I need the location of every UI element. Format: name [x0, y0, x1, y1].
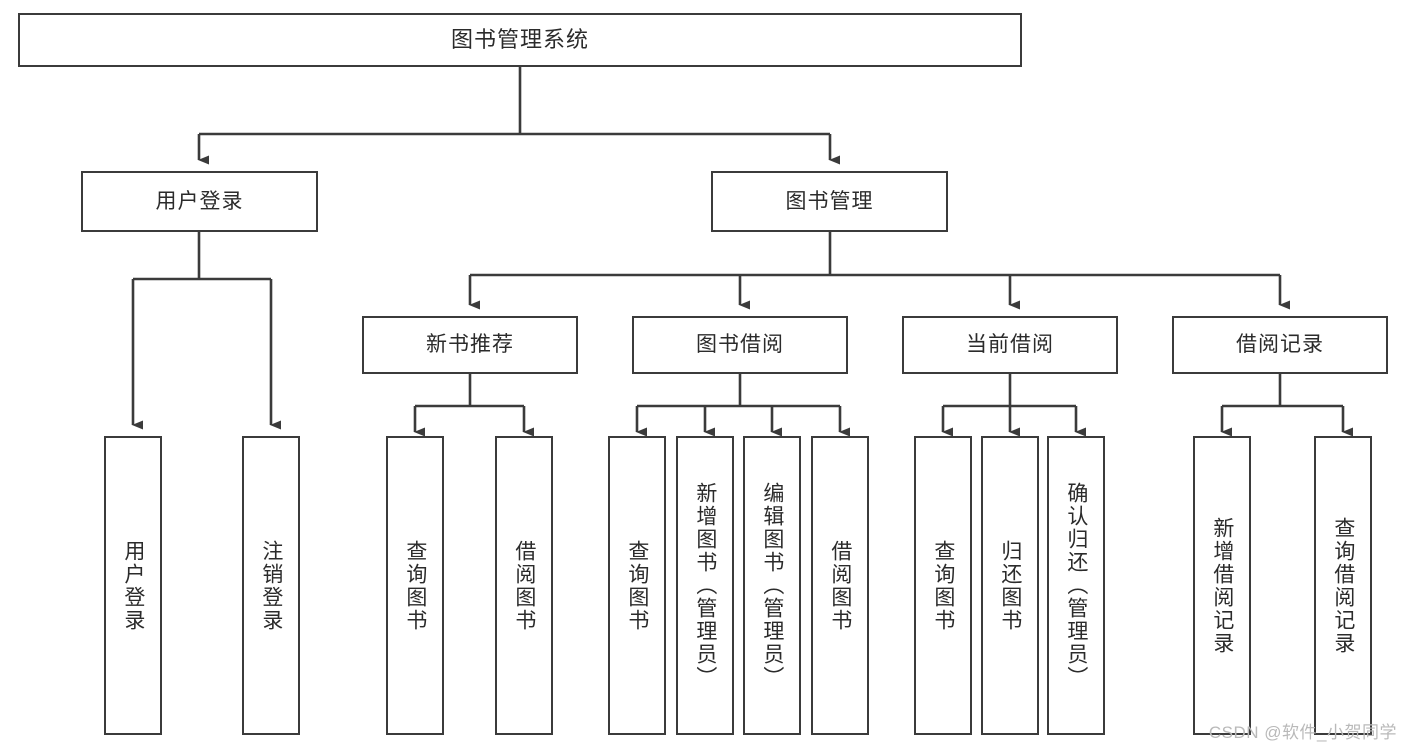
node-root-system[interactable]: 图书管理系统 [18, 13, 1022, 67]
leaf-new-query-book[interactable]: 查询图书 [386, 436, 444, 735]
leaf-borrow-borrow-book[interactable]: 借阅图书 [811, 436, 869, 735]
leaf-user-logout[interactable]: 注销登录 [242, 436, 300, 735]
leaf-records-query-record[interactable]: 查询借阅记录 [1314, 436, 1372, 735]
leaf-current-return-book[interactable]: 归还图书 [981, 436, 1039, 735]
leaf-records-add-record[interactable]: 新增借阅记录 [1193, 436, 1251, 735]
node-label: 图书借阅 [696, 333, 784, 357]
node-borrow-records[interactable]: 借阅记录 [1172, 316, 1388, 374]
node-label: 查询图书 [931, 539, 955, 632]
leaf-current-query-book[interactable]: 查询图书 [914, 436, 972, 735]
node-book-management[interactable]: 图书管理 [711, 171, 948, 232]
node-label: 新增图书（管理员） [693, 482, 717, 689]
node-label: 查询图书 [403, 539, 427, 632]
leaf-user-login[interactable]: 用户登录 [104, 436, 162, 735]
node-label: 借阅图书 [512, 539, 536, 632]
node-label: 查询借阅记录 [1331, 516, 1355, 655]
node-label: 当前借阅 [966, 333, 1054, 357]
node-new-book-recommend[interactable]: 新书推荐 [362, 316, 578, 374]
node-label: 确认归还（管理员） [1064, 482, 1088, 689]
leaf-borrow-edit-book-admin[interactable]: 编辑图书（管理员） [743, 436, 801, 735]
node-label: 归还图书 [998, 539, 1022, 632]
node-label: 借阅记录 [1236, 333, 1324, 357]
leaf-new-borrow-book[interactable]: 借阅图书 [495, 436, 553, 735]
leaf-borrow-add-book-admin[interactable]: 新增图书（管理员） [676, 436, 734, 735]
watermark-text: CSDN @软件_小贺同学 [1208, 723, 1397, 742]
node-label: 查询图书 [625, 539, 649, 632]
node-label: 注销登录 [259, 539, 283, 632]
node-label: 编辑图书（管理员） [760, 482, 784, 689]
node-label: 图书管理系统 [450, 26, 589, 52]
node-user-login[interactable]: 用户登录 [81, 171, 318, 232]
node-book-borrow[interactable]: 图书借阅 [632, 316, 848, 374]
node-label: 用户登录 [121, 539, 145, 632]
leaf-current-confirm-return-admin[interactable]: 确认归还（管理员） [1047, 436, 1105, 735]
node-label: 用户登录 [155, 189, 244, 213]
leaf-borrow-query-book[interactable]: 查询图书 [608, 436, 666, 735]
node-current-borrow[interactable]: 当前借阅 [902, 316, 1118, 374]
node-label: 新书推荐 [426, 333, 514, 357]
node-label: 新增借阅记录 [1210, 516, 1234, 655]
node-label: 借阅图书 [828, 539, 852, 632]
node-label: 图书管理 [785, 189, 874, 213]
